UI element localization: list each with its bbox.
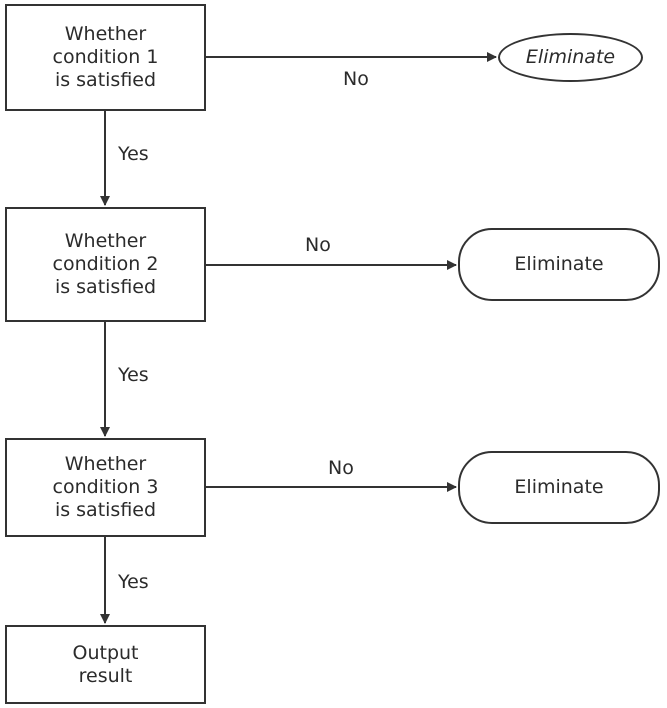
- edge-label-yes-1: Yes: [118, 143, 149, 165]
- edge-label-no-1: No: [343, 68, 369, 90]
- edge-label-yes-2: Yes: [118, 364, 149, 386]
- node-condition-3: Whether condition 3 is satisfied: [5, 438, 206, 537]
- node-eliminate-1: Eliminate: [498, 33, 643, 82]
- edge-label-no-2: No: [305, 234, 331, 256]
- node-condition-2: Whether condition 2 is satisfied: [5, 207, 206, 322]
- edge-label-no-3: No: [328, 457, 354, 479]
- edge-label-yes-3: Yes: [118, 571, 149, 593]
- node-eliminate-2: Eliminate: [458, 228, 660, 301]
- node-eliminate-3: Eliminate: [458, 451, 660, 524]
- node-condition-1: Whether condition 1 is satisfied: [5, 4, 206, 111]
- node-output-result: Output result: [5, 625, 206, 704]
